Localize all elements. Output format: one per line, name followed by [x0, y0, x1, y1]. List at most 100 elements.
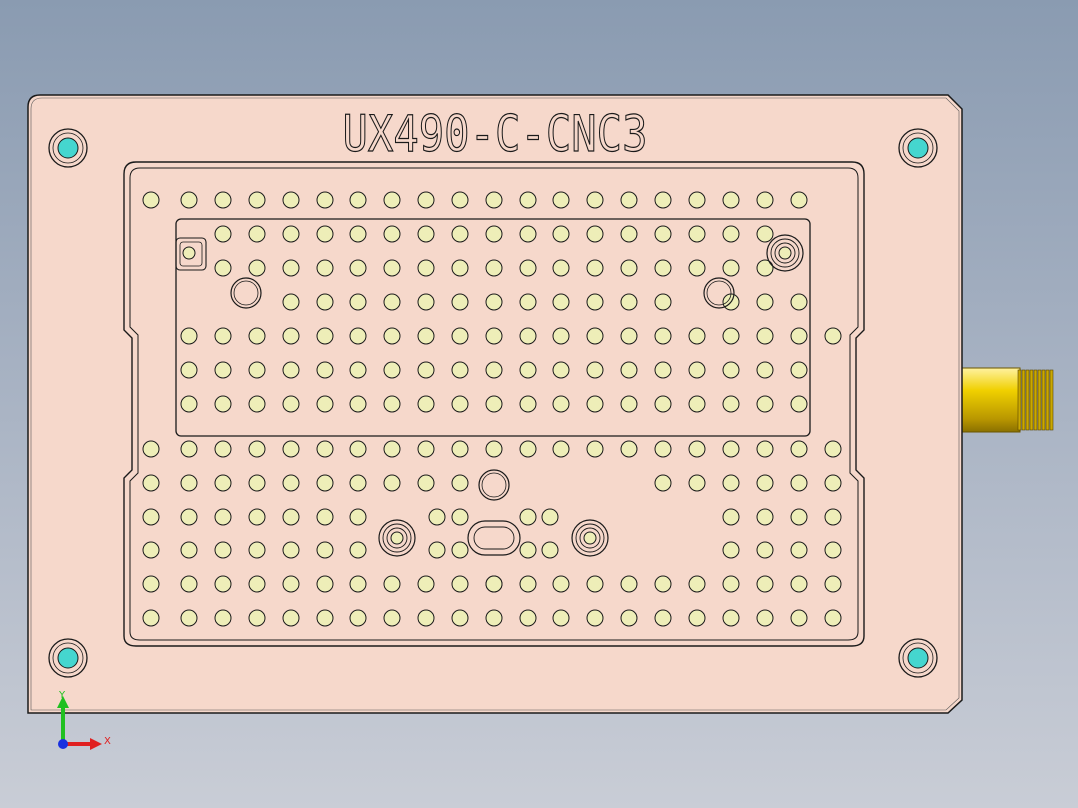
- probe-hole: [180, 327, 198, 345]
- threaded-connector[interactable]: [961, 367, 1054, 433]
- probe-hole: [282, 474, 300, 492]
- probe-hole: [722, 508, 740, 526]
- probe-hole-grid: [142, 191, 842, 627]
- probe-hole: [722, 474, 740, 492]
- x-axis-label: X: [104, 736, 111, 747]
- probe-hole: [620, 609, 638, 627]
- probe-hole: [142, 191, 160, 209]
- probe-hole: [552, 293, 570, 311]
- probe-hole: [688, 191, 706, 209]
- probe-hole: [790, 293, 808, 311]
- probe-hole: [756, 609, 774, 627]
- probe-hole: [620, 440, 638, 458]
- probe-hole: [383, 191, 401, 209]
- probe-hole: [722, 541, 740, 559]
- probe-hole: [248, 508, 266, 526]
- large-hole: [478, 469, 510, 501]
- probe-hole: [485, 259, 503, 277]
- probe-hole: [428, 541, 446, 559]
- probe-hole: [824, 508, 842, 526]
- probe-hole: [349, 293, 367, 311]
- probe-hole: [824, 609, 842, 627]
- probe-hole: [180, 609, 198, 627]
- probe-hole: [620, 327, 638, 345]
- probe-hole: [349, 327, 367, 345]
- probe-hole: [282, 440, 300, 458]
- probe-hole: [620, 575, 638, 593]
- probe-hole: [214, 327, 232, 345]
- probe-hole: [722, 191, 740, 209]
- probe-hole: [349, 474, 367, 492]
- probe-hole: [552, 440, 570, 458]
- probe-hole: [519, 327, 537, 345]
- probe-hole: [417, 361, 435, 379]
- connector-body: [961, 367, 1021, 433]
- probe-hole: [417, 327, 435, 345]
- probe-hole: [790, 440, 808, 458]
- probe-hole: [142, 440, 160, 458]
- probe-hole: [620, 225, 638, 243]
- probe-hole: [790, 541, 808, 559]
- thread-ridge: [1049, 369, 1054, 431]
- probe-hole: [485, 575, 503, 593]
- probe-hole: [383, 259, 401, 277]
- plate-features: [48, 128, 938, 678]
- probe-hole: [620, 361, 638, 379]
- probe-hole: [586, 440, 604, 458]
- probe-hole: [485, 293, 503, 311]
- probe-hole: [282, 508, 300, 526]
- probe-hole: [248, 575, 266, 593]
- probe-hole: [790, 508, 808, 526]
- probe-hole: [383, 361, 401, 379]
- probe-hole: [654, 293, 672, 311]
- probe-hole: [451, 259, 469, 277]
- probe-hole: [485, 440, 503, 458]
- probe-hole: [417, 474, 435, 492]
- probe-hole: [383, 327, 401, 345]
- probe-hole: [316, 225, 334, 243]
- thread-ridge: [1045, 369, 1050, 431]
- probe-hole: [248, 259, 266, 277]
- locating-pin[interactable]: [48, 638, 88, 678]
- probe-hole: [349, 440, 367, 458]
- counterbore-hole: [766, 234, 804, 272]
- probe-hole: [541, 508, 559, 526]
- probe-hole: [722, 395, 740, 413]
- probe-hole: [552, 361, 570, 379]
- y-axis-label: Y: [58, 690, 66, 701]
- probe-hole: [248, 361, 266, 379]
- probe-hole: [349, 575, 367, 593]
- probe-hole: [519, 575, 537, 593]
- probe-hole: [180, 474, 198, 492]
- probe-hole: [519, 508, 537, 526]
- probe-hole: [519, 395, 537, 413]
- probe-hole: [756, 395, 774, 413]
- probe-hole: [417, 609, 435, 627]
- probe-hole: [688, 575, 706, 593]
- y-axis-arrowhead: [57, 696, 69, 708]
- probe-hole: [654, 259, 672, 277]
- square-boss: [175, 237, 207, 271]
- counterbore-hole: [378, 519, 416, 557]
- probe-hole: [451, 191, 469, 209]
- probe-hole: [180, 395, 198, 413]
- probe-hole: [756, 541, 774, 559]
- locating-pin[interactable]: [898, 128, 938, 168]
- probe-hole: [688, 225, 706, 243]
- probe-hole: [824, 541, 842, 559]
- probe-hole: [586, 609, 604, 627]
- probe-hole: [790, 474, 808, 492]
- probe-hole: [688, 259, 706, 277]
- probe-hole: [214, 395, 232, 413]
- probe-hole: [214, 440, 232, 458]
- probe-hole: [519, 440, 537, 458]
- probe-hole: [552, 259, 570, 277]
- probe-hole: [451, 440, 469, 458]
- oval-slot: [467, 520, 521, 556]
- locating-pin[interactable]: [898, 638, 938, 678]
- locating-pin[interactable]: [48, 128, 88, 168]
- probe-hole: [316, 508, 334, 526]
- probe-hole: [586, 575, 604, 593]
